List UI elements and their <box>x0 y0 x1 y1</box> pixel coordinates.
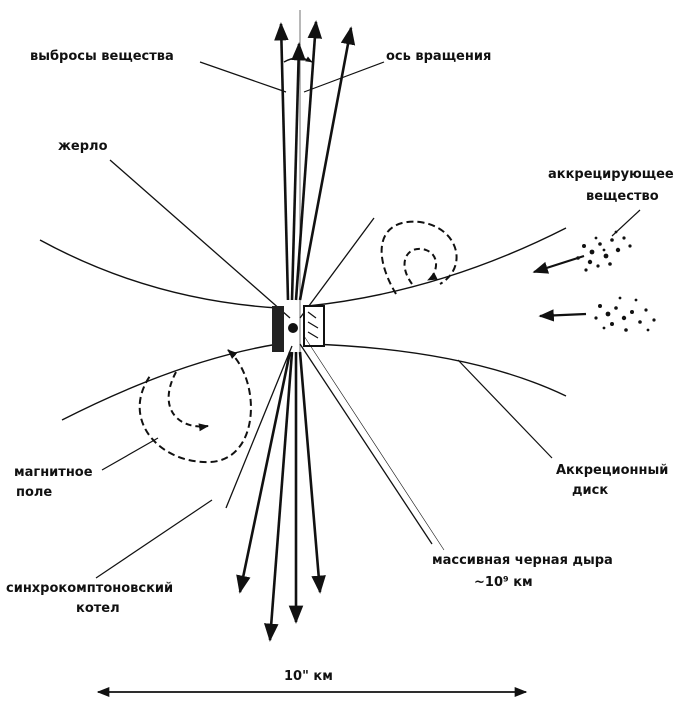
accreting-cloud-upper <box>576 231 631 272</box>
magnetic-loop-right-inner <box>405 249 437 284</box>
lower-disk-surface-right <box>312 344 566 396</box>
funnel-wall-lower-right <box>300 344 432 544</box>
label-rotation-axis: ось вращения <box>386 49 491 64</box>
upper-disk-surface-left <box>40 240 278 308</box>
label-ejections: выбросы вещества <box>30 49 174 64</box>
accretion-arrow-upper <box>534 256 584 272</box>
label-magnetic-line1: магнитное <box>14 465 93 480</box>
label-vent: жерло <box>58 139 108 154</box>
upper-disk-surface-right <box>308 228 566 306</box>
leader-blackhole <box>304 336 444 550</box>
magnetic-loop-left-outer <box>140 350 251 462</box>
label-blackhole-line2: ~10⁹ км <box>474 575 533 590</box>
funnel-wall-upper-left <box>110 160 290 318</box>
leader-cauldron <box>96 500 212 578</box>
inner-torus-left <box>272 306 284 352</box>
leader-magnetic <box>102 438 158 470</box>
label-magnetic-line2: поле <box>16 485 52 500</box>
label-disk-line2: диск <box>572 483 608 498</box>
leader-disk <box>458 360 552 458</box>
accreting-cloud-lower <box>594 297 655 332</box>
leader-ejections <box>200 62 286 92</box>
label-cauldron-line1: синхрокомптоновский <box>6 581 173 596</box>
leader-accreting <box>612 210 640 236</box>
jet-arrow-down-4 <box>300 352 320 592</box>
magnetic-loop-left-inner <box>169 372 208 427</box>
label-blackhole-line1: массивная черная дыра <box>432 553 613 568</box>
lower-disk-surface-left <box>62 344 278 420</box>
label-disk-line1: Аккреционный <box>556 463 668 478</box>
label-scale: 10" км <box>284 669 333 684</box>
label-accreting-line2: вещество <box>586 189 659 204</box>
label-accreting-line1: аккрецирующее <box>548 167 674 182</box>
jet-arrow-up-1 <box>281 24 288 300</box>
label-cauldron-line2: котел <box>76 601 120 616</box>
magnetic-loop-right-outer <box>382 222 457 294</box>
accretion-arrow-lower <box>540 314 586 316</box>
black-hole <box>288 323 298 333</box>
